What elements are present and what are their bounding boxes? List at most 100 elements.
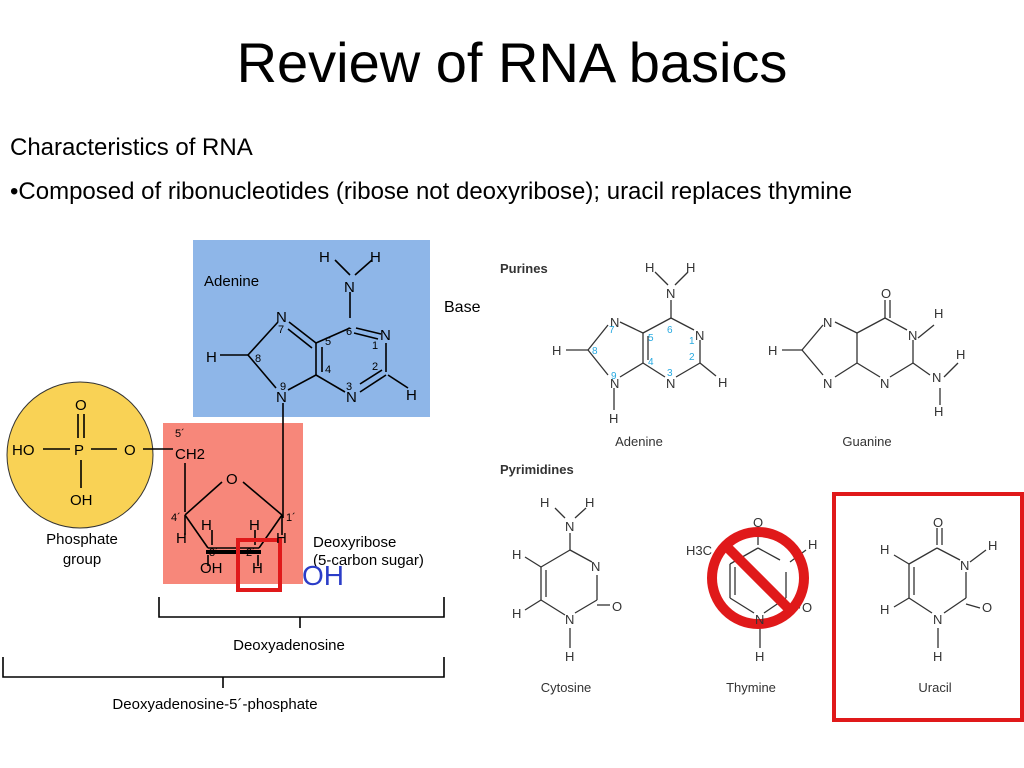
ring-number: 3 [346,381,352,393]
atom-h: H [565,649,574,664]
prohibition-icon [707,527,809,629]
ring-number: 7 [609,325,615,336]
atom-ho: HO [12,442,35,459]
atom-h: H [319,249,330,266]
atom-o: O [753,515,763,530]
ring-number: 5 [325,336,331,348]
atom-n: N [591,559,600,574]
atom-o: O [933,515,943,530]
atom-h: H [512,547,521,562]
ring-number: 8 [592,346,598,357]
atom-h: H [276,530,287,547]
atom-h: H [176,530,187,547]
hydroxyl-highlight [236,538,282,592]
ring-number: 1 [689,336,695,347]
atom-n: N [565,519,574,534]
deoxyadenosine-label: Deoxyadenosine [233,637,345,654]
oh-label: OH [302,560,344,591]
atom-n: N [666,286,675,301]
atom-n: N [908,328,917,343]
atom-o: O [75,397,87,414]
ring-number: 3 [667,368,673,379]
guanine-name: Guanine [842,434,891,449]
guanine-structure [782,300,959,405]
phosphate-label-line2: group [63,551,101,568]
ring-number: 4 [325,364,331,376]
carbon-number: 3´ [209,547,219,559]
ring-number: 9 [280,381,286,393]
atom-n: N [276,389,287,406]
ring-number: 2 [372,361,378,373]
atom-n: N [932,370,941,385]
ring-number: 4 [648,357,654,368]
atom-h: H [880,602,889,617]
atom-n: N [695,328,704,343]
atom-h: H [585,495,594,510]
adenine-name: Adenine [615,434,663,449]
carbon-number: 2´ [246,547,256,559]
atom-h: H [609,411,618,426]
atom-h: H [808,537,817,552]
carbon-number: 4´ [171,512,181,524]
atom-n: N [880,376,889,391]
atom-o: O [226,471,238,488]
atom-n: N [960,558,969,573]
sugar-label-line2: (5-carbon sugar) [313,552,424,569]
atom-o: O [982,600,992,615]
uracil-name: Uracil [918,680,951,695]
atom-h: H [956,347,965,362]
atom-h: H [512,606,521,621]
atom-n: N [610,376,619,391]
atom-h: H [540,495,549,510]
slide-subtitle: Characteristics of RNA [10,134,253,161]
purines-heading: Purines [500,261,548,276]
atom-oh: OH [200,560,223,577]
thymine-name: Thymine [726,680,776,695]
deoxyadenosine-phosphate-figure [2,240,445,688]
atom-p: P [74,442,84,459]
atom-h3c: H3C [686,543,712,558]
sugar-label-line1: Deoxyribose [313,534,396,551]
atom-h: H [755,649,764,664]
ring-number: 9 [611,371,617,382]
slide-title: Review of RNA basics [236,31,788,94]
atom-n: N [610,315,619,330]
atom-n: N [755,612,764,627]
atom-ch2: CH2 [175,446,205,463]
atom-o: O [612,599,622,614]
pyrimidines-heading: Pyrimidines [500,462,574,477]
adenine-label: Adenine [204,273,259,290]
base-box [193,240,430,417]
cytosine-structure [524,507,610,648]
atom-h: H [645,260,654,275]
atom-h: H [988,538,997,553]
ring-number: 2 [689,352,695,363]
ring-number: 6 [667,325,673,336]
atom-h: H [934,404,943,419]
atom-n: N [344,279,355,296]
atom-n: N [565,612,574,627]
phosphate-circle [6,381,154,529]
atom-n: N [666,376,675,391]
atom-h: H [406,387,417,404]
atom-h: H [880,542,889,557]
deoxyadenosine-phosphate-label: Deoxyadenosine-5´-phosphate [112,696,317,713]
atom-n: N [823,376,832,391]
uracil-highlight-box [832,492,1024,722]
atom-h: H [718,375,727,390]
cytosine-name: Cytosine [541,680,592,695]
atom-h: H [249,517,260,534]
uracil-structure [893,528,987,648]
atom-oh: OH [70,492,93,509]
ring-number: 7 [278,324,284,336]
nucleobase-structures [524,271,1024,722]
atom-o: O [881,286,891,301]
atom-h: H [252,560,263,577]
atom-n: N [933,612,942,627]
carbon-number: 5´ [175,428,185,440]
atom-n: N [276,309,287,326]
atom-h: H [206,349,217,366]
ring-number: 6 [346,326,352,338]
bullet-point: •Composed of ribonucleotides (ribose not… [10,178,853,205]
